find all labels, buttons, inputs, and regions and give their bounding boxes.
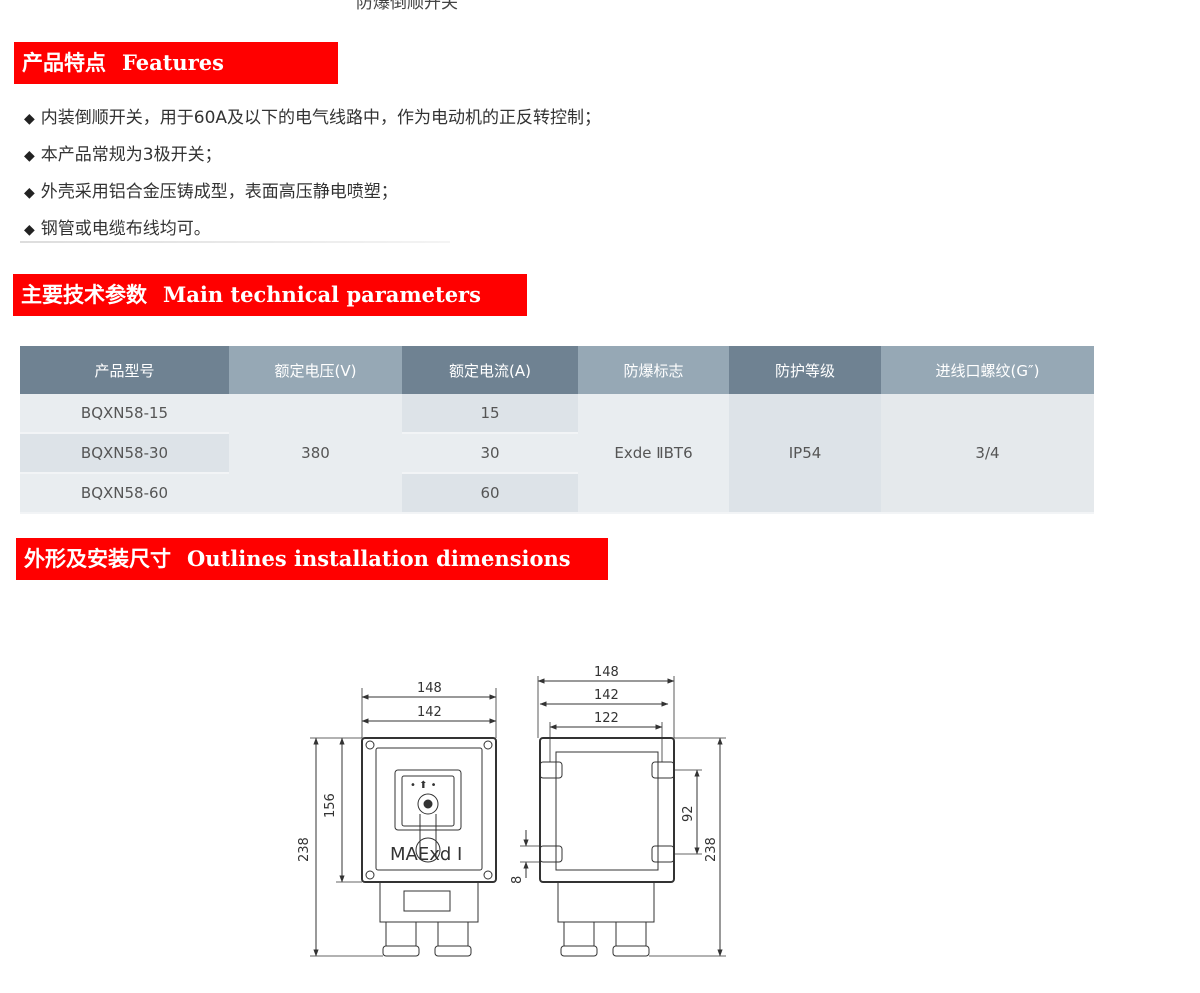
dim-label: 156 — [323, 793, 338, 818]
features-list: ◆ 内装倒顺开关，用于60A及以下的电气线路中，作为电动机的正反转控制； ◆ 本产品… — [24, 102, 601, 250]
feature-text: 内装倒顺开关，用于60A及以下的电气线路中，作为电动机的正反转控制； — [40, 108, 602, 128]
dimension-drawing: • ⬆ • MAExd Ⅰ 148 142 238 156 148 142 12… — [297, 665, 726, 957]
dim-label: 142 — [594, 688, 619, 703]
table-header: 额定电流(A) — [402, 346, 578, 394]
table-row: BQXN58-60 60 — [20, 473, 1094, 514]
table-header: 防护等级 — [729, 346, 881, 394]
table-cell-current: 60 — [402, 473, 578, 514]
dim-label: 238 — [704, 837, 719, 862]
dim-label: 142 — [417, 705, 442, 720]
diamond-bullet-icon: ◆ — [24, 222, 35, 238]
table-cell-thread: 3/4 — [881, 394, 1094, 514]
heading-en: Features — [122, 50, 224, 75]
dim-label: 92 — [681, 805, 696, 822]
diamond-bullet-icon: ◆ — [24, 148, 35, 164]
heading-en: Main technical parameters — [163, 282, 481, 307]
table-header-row: 产品型号 额定电压(V) 额定电流(A) 防爆标志 防护等级 进线口螺纹(G″) — [20, 346, 1094, 394]
table-cell-model: BQXN58-30 — [20, 433, 229, 474]
table-header: 进线口螺纹(G″) — [881, 346, 1094, 394]
table-cell-current: 30 — [402, 433, 578, 474]
feature-text: 外壳采用铝合金压铸成型，表面高压静电喷塑； — [40, 182, 398, 202]
dim-label: 148 — [417, 681, 442, 696]
diamond-bullet-icon: ◆ — [24, 185, 35, 201]
section-heading-params: 主要技术参数 Main technical parameters — [13, 274, 527, 316]
dim-label: 122 — [594, 711, 619, 726]
list-item: ◆ 外壳采用铝合金压铸成型，表面高压静电喷塑； — [24, 176, 601, 213]
table-cell-current: 15 — [402, 394, 578, 434]
list-item: ◆ 内装倒顺开关，用于60A及以下的电气线路中，作为电动机的正反转控制； — [24, 102, 601, 139]
divider — [20, 241, 450, 243]
table-row: BQXN58-30 30 — [20, 433, 1094, 474]
side-view: 148 142 122 238 92 8 — [510, 665, 726, 957]
feature-text: 钢管或电缆布线均可。 — [40, 219, 211, 239]
table-cell-protection: IP54 — [729, 394, 881, 514]
dim-label: 148 — [594, 665, 619, 680]
section-heading-outlines: 外形及安装尺寸 Outlines installation dimensions — [16, 538, 608, 580]
heading-cn: 产品特点 — [22, 50, 106, 75]
table-cell-model: BQXN58-15 — [20, 394, 229, 434]
list-item: ◆ 钢管或电缆布线均可。 — [24, 213, 601, 250]
table-header: 额定电压(V) — [229, 346, 402, 394]
table-header: 产品型号 — [20, 346, 229, 394]
feature-text: 本产品常规为3极开关； — [40, 145, 222, 165]
dim-label: 8 — [510, 876, 525, 884]
table-cell-model: BQXN58-60 — [20, 473, 229, 514]
list-item: ◆ 本产品常规为3极开关； — [24, 139, 601, 176]
table-header: 防爆标志 — [578, 346, 729, 394]
table-cell-voltage: 380 — [229, 394, 402, 514]
heading-cn: 主要技术参数 — [21, 282, 147, 307]
marking-label: MAExd Ⅰ — [390, 844, 462, 865]
dim-label: 238 — [297, 837, 312, 862]
parameters-table: 产品型号 额定电压(V) 额定电流(A) 防爆标志 防护等级 进线口螺纹(G″)… — [20, 346, 1094, 514]
front-view: • ⬆ • MAExd Ⅰ 148 142 238 156 — [297, 681, 497, 957]
table-cell-ex-mark: Exde ⅡBT6 — [578, 394, 729, 514]
product-caption: 防爆倒顺开关 — [356, 0, 458, 13]
heading-en: Outlines installation dimensions — [187, 546, 571, 571]
heading-cn: 外形及安装尺寸 — [24, 546, 171, 571]
section-heading-features: 产品特点 Features — [14, 42, 338, 84]
svg-text:• ⬆ •: • ⬆ • — [410, 780, 437, 791]
table-row: BQXN58-15 380 15 Exde ⅡBT6 IP54 3/4 — [20, 394, 1094, 514]
diamond-bullet-icon: ◆ — [24, 111, 35, 127]
